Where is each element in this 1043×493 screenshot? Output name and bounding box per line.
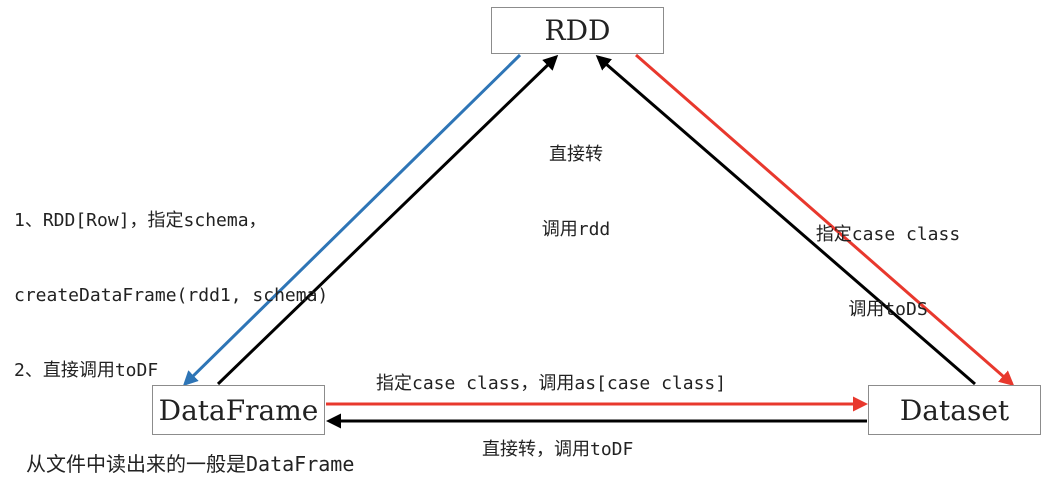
label-dataframe-to-rdd-line1: 直接转: [549, 144, 603, 165]
label-rdd-to-dataframe-line1: 1、RDD[Row]，指定schema，: [14, 210, 267, 231]
node-dataset: Dataset: [868, 385, 1041, 435]
node-dataset-label: Dataset: [899, 393, 1010, 427]
node-rdd-label: RDD: [544, 14, 611, 47]
label-dataset-to-dataframe: 直接转，调用toDF: [482, 439, 634, 460]
label-dataframe-to-rdd: 直接转 调用rdd: [526, 92, 626, 292]
arrow-rdd-to-dataframe: [182, 53, 522, 387]
node-rdd: RDD: [491, 7, 664, 54]
node-dataframe-label: DataFrame: [158, 393, 319, 427]
label-dataframe-to-rdd-line2: 调用rdd: [541, 219, 611, 240]
label-dataframe-to-dataset: 指定case class，调用as[case class]: [376, 373, 727, 394]
arrow-dataframe-to-rdd: [216, 54, 559, 386]
arrow-rdd-to-dataset: [635, 53, 1015, 386]
note-text: 从文件中读出来的一般是DataFrame: [26, 452, 355, 476]
label-rdd-to-dataframe: 1、RDD[Row]，指定schema， createDataFrame(rdd…: [14, 158, 328, 433]
label-rdd-to-dataframe-line2: createDataFrame(rdd1, schema): [14, 285, 329, 306]
label-rdd-to-dataset: 指定case class 调用toDS: [796, 172, 980, 372]
label-rdd-to-dataset-line2: 调用toDS: [848, 299, 928, 320]
label-rdd-to-dataframe-line3: 2、直接调用toDF: [14, 360, 159, 381]
arrow-dataset-to-rdd: [595, 55, 976, 386]
label-rdd-to-dataset-line1: 指定case class: [815, 224, 961, 245]
node-dataframe: DataFrame: [152, 385, 325, 435]
